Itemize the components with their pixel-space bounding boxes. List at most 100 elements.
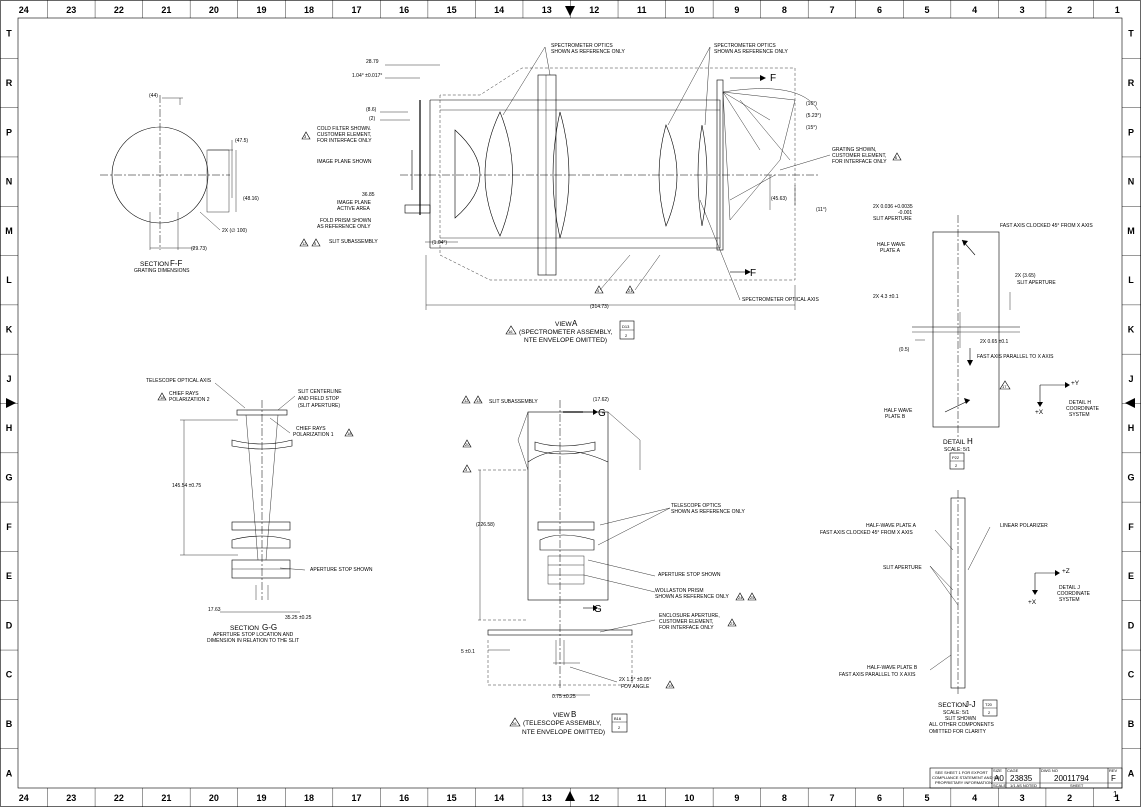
zone-col-bottom-2: 2 (1067, 793, 1072, 803)
jj-sub3: OMITTED FOR CLARITY (929, 729, 987, 735)
zone-col-bottom-19: 19 (256, 793, 266, 803)
view-b: 12 13 SLIT SUBASSEMBLY (17.62) G G 20 3 … (461, 395, 757, 736)
va-tri-a: 3 (304, 134, 307, 139)
zone-col-bottom-14: 14 (494, 793, 504, 803)
centering-marks (6, 6, 1135, 801)
zone-row-right-D: D (1128, 620, 1135, 630)
va-dim-11deg: (11°) (816, 207, 827, 213)
vb-line2: (TELESCOPE ASSEMBLY, (523, 720, 601, 727)
zone-row-left-R: R (6, 78, 13, 88)
vb-title-id: B (571, 710, 576, 719)
zone-col-top-16: 16 (399, 5, 409, 15)
detail-h: 2X 0.036 +0.0035 -0.001 SLIT APERTURE FA… (873, 204, 1100, 470)
gg-title-id: G-G (262, 623, 277, 632)
zone-col-bottom-4: 4 (972, 793, 977, 803)
zone-col-bottom-12: 12 (589, 793, 599, 803)
jj-title-id: J-J (965, 700, 976, 709)
vb-dim-fov-1: 2X 1.5° ±0.05° (619, 677, 651, 683)
va-title-id: A (572, 319, 578, 328)
ff-subtitle: GRATING DIMENSIONS (134, 268, 190, 274)
va-dim-2879: 28.79 (366, 59, 379, 65)
vb-telescope-optics-1: TELESCOPE OPTICS (671, 503, 722, 509)
va-grating-1: GRATING SHOWN, (832, 147, 876, 153)
dh-scale: SCALE: 5/1 (944, 447, 970, 453)
zone-row-left-A: A (6, 768, 13, 778)
vb-tri-c: 20 (465, 442, 470, 447)
jj-ref-bottom: 2 (988, 710, 991, 715)
jj-sub2: ALL OTHER COMPONENTS (929, 722, 994, 728)
va-cold-filter-1: COLD FILTER SHOWN. (317, 126, 371, 132)
va-f-bottom: F (750, 268, 756, 279)
title-block: SEE SHEET 1 FOR EXPORT COMPLIANCE STATEM… (929, 767, 1123, 799)
va-tri-e: 4 (597, 288, 600, 293)
zone-row-right-P: P (1128, 127, 1134, 137)
zone-col-top-24: 24 (19, 5, 29, 15)
va-dim-16deg: (16°) (806, 101, 817, 107)
zone-row-right-K: K (1128, 325, 1135, 335)
dh-coord-note-3: SYSTEM (1069, 412, 1090, 418)
dh-title-word: DETAIL (943, 439, 966, 446)
jj-coord-note-2: COORDINATE (1057, 591, 1091, 597)
vb-ref-top: B16 (614, 716, 622, 721)
vb-g-bottom: G (594, 604, 602, 615)
va-image-plane-active-1: IMAGE PLANE (337, 200, 372, 206)
jj-half-wave-b-2: FAST AXIS PARALLEL TO X AXIS (839, 672, 916, 678)
view-a: F F SPECTROMETER OPTICS SHOWN AS REFEREN… (299, 43, 902, 344)
gg-chief-rays-1-b: POLARIZATION 1 (293, 432, 334, 438)
va-image-plane-active-2: ACTIVE AREA (337, 206, 370, 212)
dh-half-wave-a-2: PLATE A (880, 248, 901, 254)
zone-row-right-F: F (1128, 522, 1134, 532)
zone-col-top-10: 10 (684, 5, 694, 15)
ff-dim-44: (44) (149, 93, 158, 99)
va-grating-3: FOR INTERFACE ONLY (832, 159, 887, 165)
zone-col-top-13: 13 (542, 5, 552, 15)
tb-sheet: 1 (1113, 790, 1118, 799)
gg-title-word: SECTION (230, 625, 259, 632)
va-dim-31473: (314.73) (590, 304, 609, 310)
zone-row-right-B: B (1128, 719, 1135, 729)
zone-col-bottom-13: 13 (542, 793, 552, 803)
vb-aperture-stop: APERTURE STOP SHOWN (658, 572, 721, 578)
va-spec-optics-1a: SPECTROMETER OPTICS (551, 43, 613, 49)
va-grating-2: CUSTOMER ELEMENT, (832, 153, 886, 159)
dh-tri: 17 (1002, 384, 1007, 389)
vb-wollaston-1: WOLLASTON PRISM (655, 588, 704, 594)
zone-col-top-23: 23 (66, 5, 76, 15)
zone-col-top-21: 21 (161, 5, 171, 15)
dh-ref-top: P22 (952, 455, 960, 460)
jj-title-word: SECTION (938, 702, 967, 709)
zone-row-right-M: M (1127, 226, 1135, 236)
va-ref-bottom: 2 (625, 333, 628, 338)
gg-slit-center-3: (SLIT APERTURE) (298, 403, 340, 409)
va-dim-3685: 36.85 (362, 192, 375, 198)
jj-coord-z: +Z (1062, 568, 1070, 575)
va-ref-top: D13 (622, 324, 630, 329)
va-cold-filter-2: CUSTOMER ELEMENT, (317, 132, 371, 138)
zone-col-bottom-22: 22 (114, 793, 124, 803)
zone-col-top-7: 7 (829, 5, 834, 15)
zone-col-bottom-6: 6 (877, 793, 882, 803)
jj-half-wave-a-2: FAST AXIS CLOCKED 45° FROM X AXIS (820, 530, 913, 536)
zone-row-right-T: T (1128, 29, 1134, 39)
va-dim-15deg: (15°) (806, 125, 817, 131)
zone-row-right-R: R (1128, 78, 1135, 88)
ff-title-word: SECTION (140, 261, 169, 268)
gg-slit-center-1: SLIT CENTERLINE (298, 389, 342, 395)
vb-tri-e: 24 (738, 595, 743, 600)
vb-enclosure-3: FOR INTERFACE ONLY (659, 625, 714, 631)
tb-sheet-label: SHEET (1070, 783, 1084, 788)
dh-dim-365-2: SLIT APERTURE (1017, 280, 1056, 286)
vb-slit-subassembly: SLIT SUBASSEMBLY (489, 399, 538, 405)
zone-col-top-1: 1 (1115, 5, 1120, 15)
tb-dwg-no: 20011794 (1054, 774, 1090, 783)
tb-hdr-rev: REV (1109, 768, 1118, 773)
gg-chief-rays-2-b: POLARIZATION 2 (169, 397, 210, 403)
jj-half-wave-b-1: HALF-WAVE PLATE B (867, 665, 918, 671)
va-cold-filter-3: FOR INTERFACE ONLY (317, 138, 372, 144)
jj-linear-polarizer: LINEAR POLARIZER (1000, 523, 1048, 529)
vb-dim-5: 5 ±0.1 (461, 649, 475, 655)
ff-dim-4816: (48.16) (243, 196, 259, 202)
